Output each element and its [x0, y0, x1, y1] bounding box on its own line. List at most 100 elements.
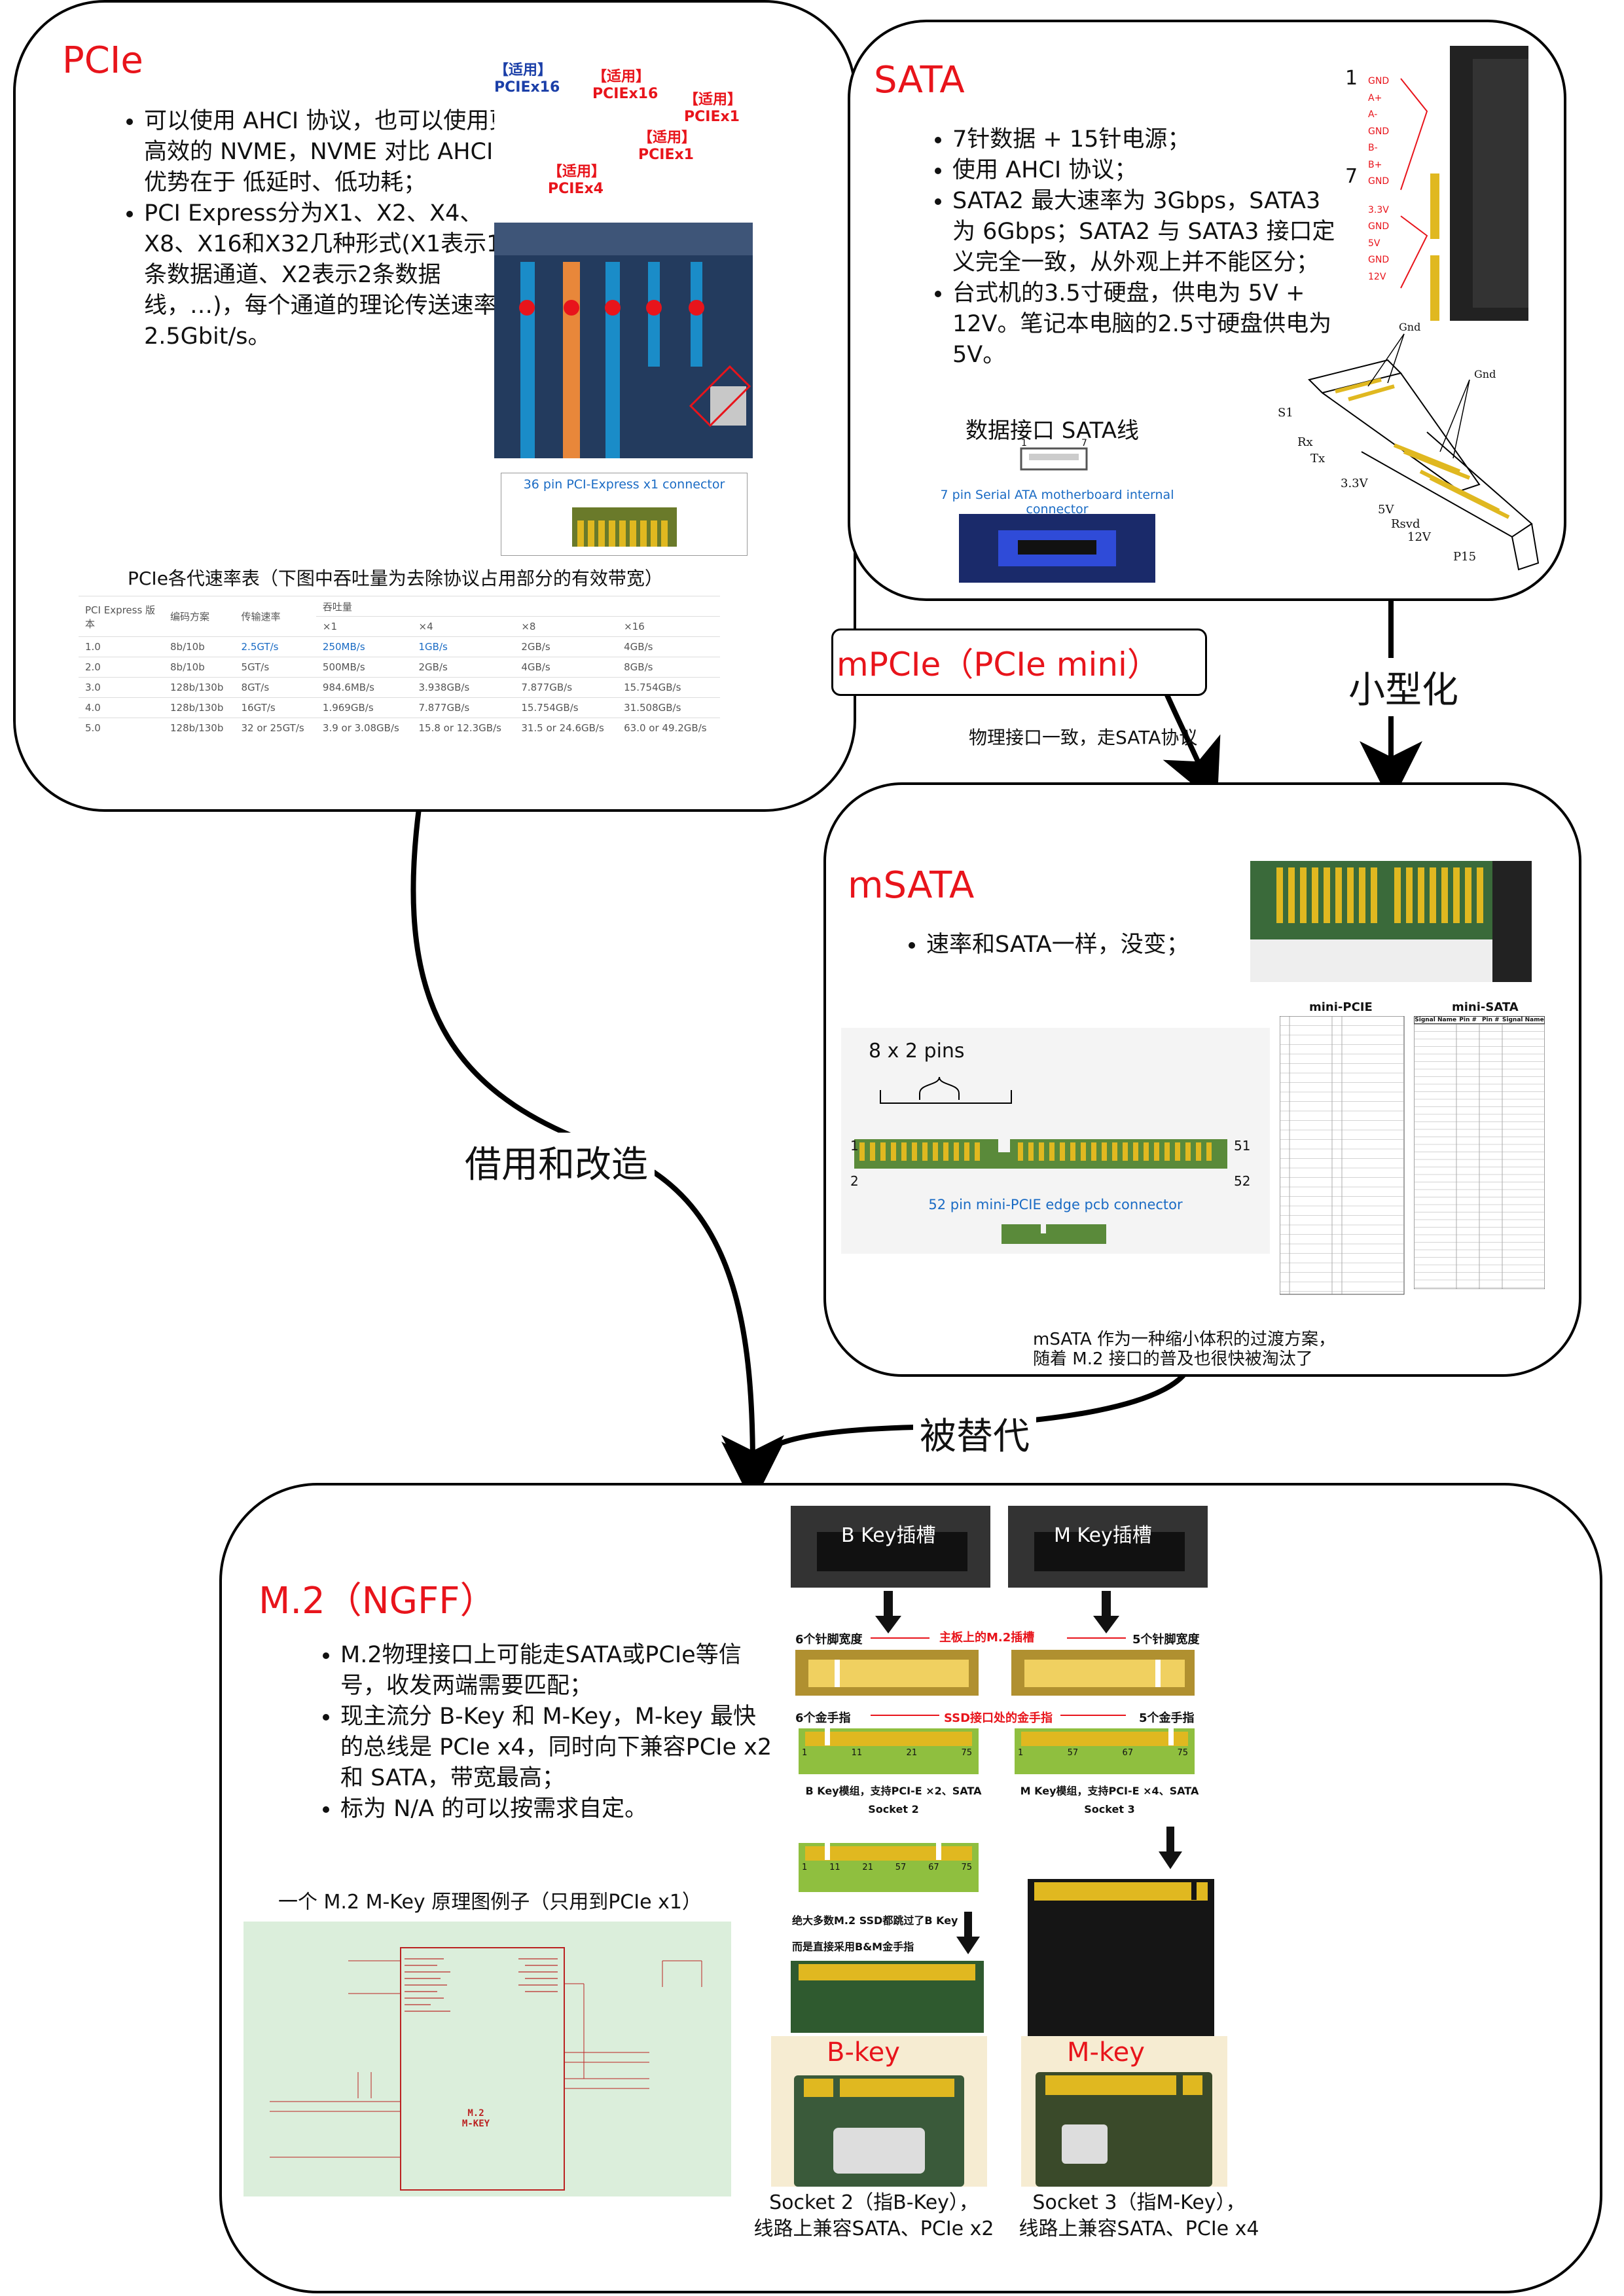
m-key-card-icon — [1036, 2072, 1212, 2187]
sata-port-icon — [1020, 447, 1088, 471]
pcie-table-cell: 4GB/s — [514, 657, 618, 678]
arrow-mpcie-to-msata — [1163, 689, 1221, 805]
pcie-table-cell: 8GB/s — [617, 657, 720, 678]
drive-pin-label: 3.3V — [1368, 204, 1389, 215]
sata-data-port-label: 数据接口 SATA线 — [965, 418, 1140, 444]
ssd-finger-label: SSD接口处的金手指 — [944, 1711, 1053, 1725]
schematic-block-label: M.2 M-KEY — [461, 2108, 490, 2129]
minisata-table-title: mini-SATA — [1452, 1000, 1519, 1014]
pcie-table-cell: 4GB/s — [617, 636, 720, 657]
pin-number: 75 — [961, 1863, 972, 1872]
sata-bullet-3: SATA2 最大速率为 3Gbps，SATA3 为 6Gbps；SATA2 与 … — [952, 186, 1348, 278]
plug-label-3v3: 3.3V — [1341, 477, 1368, 490]
plug-label-gnd-a: Gnd — [1399, 321, 1421, 333]
pin-number: 57 — [1067, 1748, 1079, 1758]
plug-label-5v: 5V — [1378, 503, 1394, 517]
pcie-table-cell: 984.6MB/s — [316, 677, 412, 698]
b-key-card-icon — [794, 2075, 964, 2187]
slot-arrows — [791, 1591, 1214, 2036]
pin-number: 11 — [829, 1863, 840, 1872]
board-slot-label: 主板上的M.2插槽 — [939, 1631, 1035, 1645]
sata-plug-drawing: Gnd Gnd S1 Rx Tx 3.3V 5V Rsvd 12V P15 — [1263, 321, 1545, 583]
plug-label-12v: 12V — [1407, 530, 1431, 544]
motherboard-board-icon — [494, 223, 753, 458]
drive-pin-label: 5V — [1368, 238, 1380, 249]
msata-title: mSATA — [848, 864, 975, 907]
sata-cable-icon — [959, 514, 1155, 583]
th-x16: ×16 — [617, 616, 720, 637]
drive-pin-label: B+ — [1368, 159, 1382, 170]
sata-bullet-4: 台式机的3.5寸硬盘，供电为 5V + 12V。笔记本电脑的2.5寸硬盘供电为 … — [952, 278, 1348, 371]
edge-connector-icon — [854, 1076, 1227, 1169]
msata-pin-tables: mini-PCIE mini-SATA Signal Name Pin # Pi… — [1276, 995, 1548, 1300]
pcie-x1-connector-caption: 36 pin PCI-Express x1 connector — [523, 477, 725, 492]
edge-pin-1: 1 — [850, 1138, 859, 1154]
plug-label-rsvd: Rsvd — [1391, 517, 1420, 531]
pin-number: 67 — [928, 1863, 939, 1872]
pcie-table-cell: 15.754GB/s — [514, 697, 618, 718]
m-key-card-caption: Socket 3（指M-Key）， 线路上兼容SATA、PCIe x4 — [1019, 2191, 1259, 2240]
m2-bullets: M.2物理接口上可能走SATA或PCIe等信号，收发两端需要匹配； 现主流分 B… — [308, 1640, 772, 1825]
pcie-table-cell: 8GT/s — [234, 677, 316, 698]
th-x8: ×8 — [514, 616, 618, 637]
msata-note-line-2: 随着 M.2 接口的普及也很快被淘汰了 — [1033, 1349, 1313, 1369]
m-key-slot-image — [1008, 1506, 1208, 1588]
msata-bullet-1: 速率和SATA一样，没变； — [926, 930, 1267, 960]
drive-pin-label: GND — [1368, 126, 1390, 137]
pcie-table-cell: 63.0 or 49.2GB/s — [617, 718, 720, 738]
bm-note-line-1: 绝大多数M.2 SSD都跳过了B Key — [792, 1914, 958, 1927]
mpcie-note: 物理接口一致，走SATA协议 — [969, 727, 1198, 748]
arrow-label-replaced: 被替代 — [913, 1404, 1036, 1463]
edge-connector-caption: 52 pin mini-PCIE edge pcb connector — [928, 1197, 1183, 1212]
slot-label-x16-a: 【适用】 PCIEx16 — [494, 62, 560, 96]
minisata-header-row: Signal Name Pin # Pin # Signal Name — [1414, 1016, 1545, 1024]
minisata-header-pin-a: Pin # — [1459, 1017, 1477, 1023]
m-key-title: M-key — [1067, 2037, 1145, 2068]
b-key-card-caption: Socket 2（指B-Key）， 线路上兼容SATA、PCIe x2 — [753, 2191, 994, 2240]
mpcie-box — [831, 629, 1207, 696]
arrow-label-miniaturize: 小型化 — [1342, 658, 1465, 716]
pcie-table-cell: 31.508GB/s — [617, 697, 720, 718]
pcie-table-cell: 32 or 25GT/s — [234, 718, 316, 738]
th-x4: ×4 — [412, 616, 515, 637]
th-version: PCI Express 版本 — [79, 596, 164, 637]
sata-pin-1: 1 — [1021, 438, 1027, 448]
th-rate: 传输速率 — [234, 596, 316, 637]
small-edge-icon — [1001, 1224, 1106, 1244]
sata-title: SATA — [874, 59, 965, 101]
sata-connector-caption: 7 pin Serial ATA motherboard internal co… — [940, 488, 1174, 517]
pcie-table-cell: 128b/130b — [164, 718, 235, 738]
bm-note-line-2: 而是直接采用B&M金手指 — [792, 1941, 914, 1953]
drive-pin-label: 12V — [1368, 271, 1386, 282]
pcie-table-cell: 128b/130b — [164, 697, 235, 718]
pcie-table-cell: 250MB/s — [316, 636, 412, 657]
m2-bullet-3: 标为 N/A 的可以按需求自定。 — [340, 1794, 772, 1825]
m2-schematic-caption: 一个 M.2 M-Key 原理图例子（只用到PCIe x1） — [278, 1891, 702, 1914]
module-label-b: B Key模组，支持PCI-E ×2、SATA Socket 2 — [805, 1785, 982, 1815]
m-key-slot-label: M Key插槽 — [1054, 1524, 1152, 1547]
plug-label-p15: P15 — [1453, 550, 1477, 564]
module-label-m: M Key模组，支持PCI-E ×4、SATA Socket 3 — [1020, 1785, 1199, 1815]
pcie-bullet-2: PCI Express分为X1、X2、X4、X8、X16和X32几种形式(X1表… — [144, 198, 524, 352]
schematic-drawing — [270, 1947, 702, 2191]
pcie-bullet-1: 可以使用 AHCI 协议，也可以使用更高效的 NVME，NVME 对比 AHCI… — [144, 106, 524, 198]
edge-pin-2: 2 — [850, 1173, 859, 1189]
b-key-title: B-key — [827, 2037, 900, 2068]
pcie-table-cell: 128b/130b — [164, 677, 235, 698]
th-x1: ×1 — [316, 616, 412, 637]
minisata-table-grid — [1413, 1023, 1545, 1290]
pcie-table-cell: 3.0 — [79, 677, 164, 698]
pin-number: 21 — [862, 1863, 873, 1872]
pcie-table-cell: 5GT/s — [234, 657, 316, 678]
m2-slot-infographic: B Key插槽 M Key插槽 — [772, 1493, 1224, 2036]
plug-label-gnd-b: Gnd — [1474, 368, 1496, 380]
pin-width-label-b: 6个针脚宽度 — [795, 1633, 863, 1647]
m2-title: M.2（NGFF） — [259, 1580, 497, 1622]
pcie-speed-table: PCI Express 版本 编码方案 传输速率 吞吐量 ×1 ×4 ×8 ×1… — [79, 596, 720, 738]
plug-label-s1: S1 — [1278, 406, 1293, 420]
